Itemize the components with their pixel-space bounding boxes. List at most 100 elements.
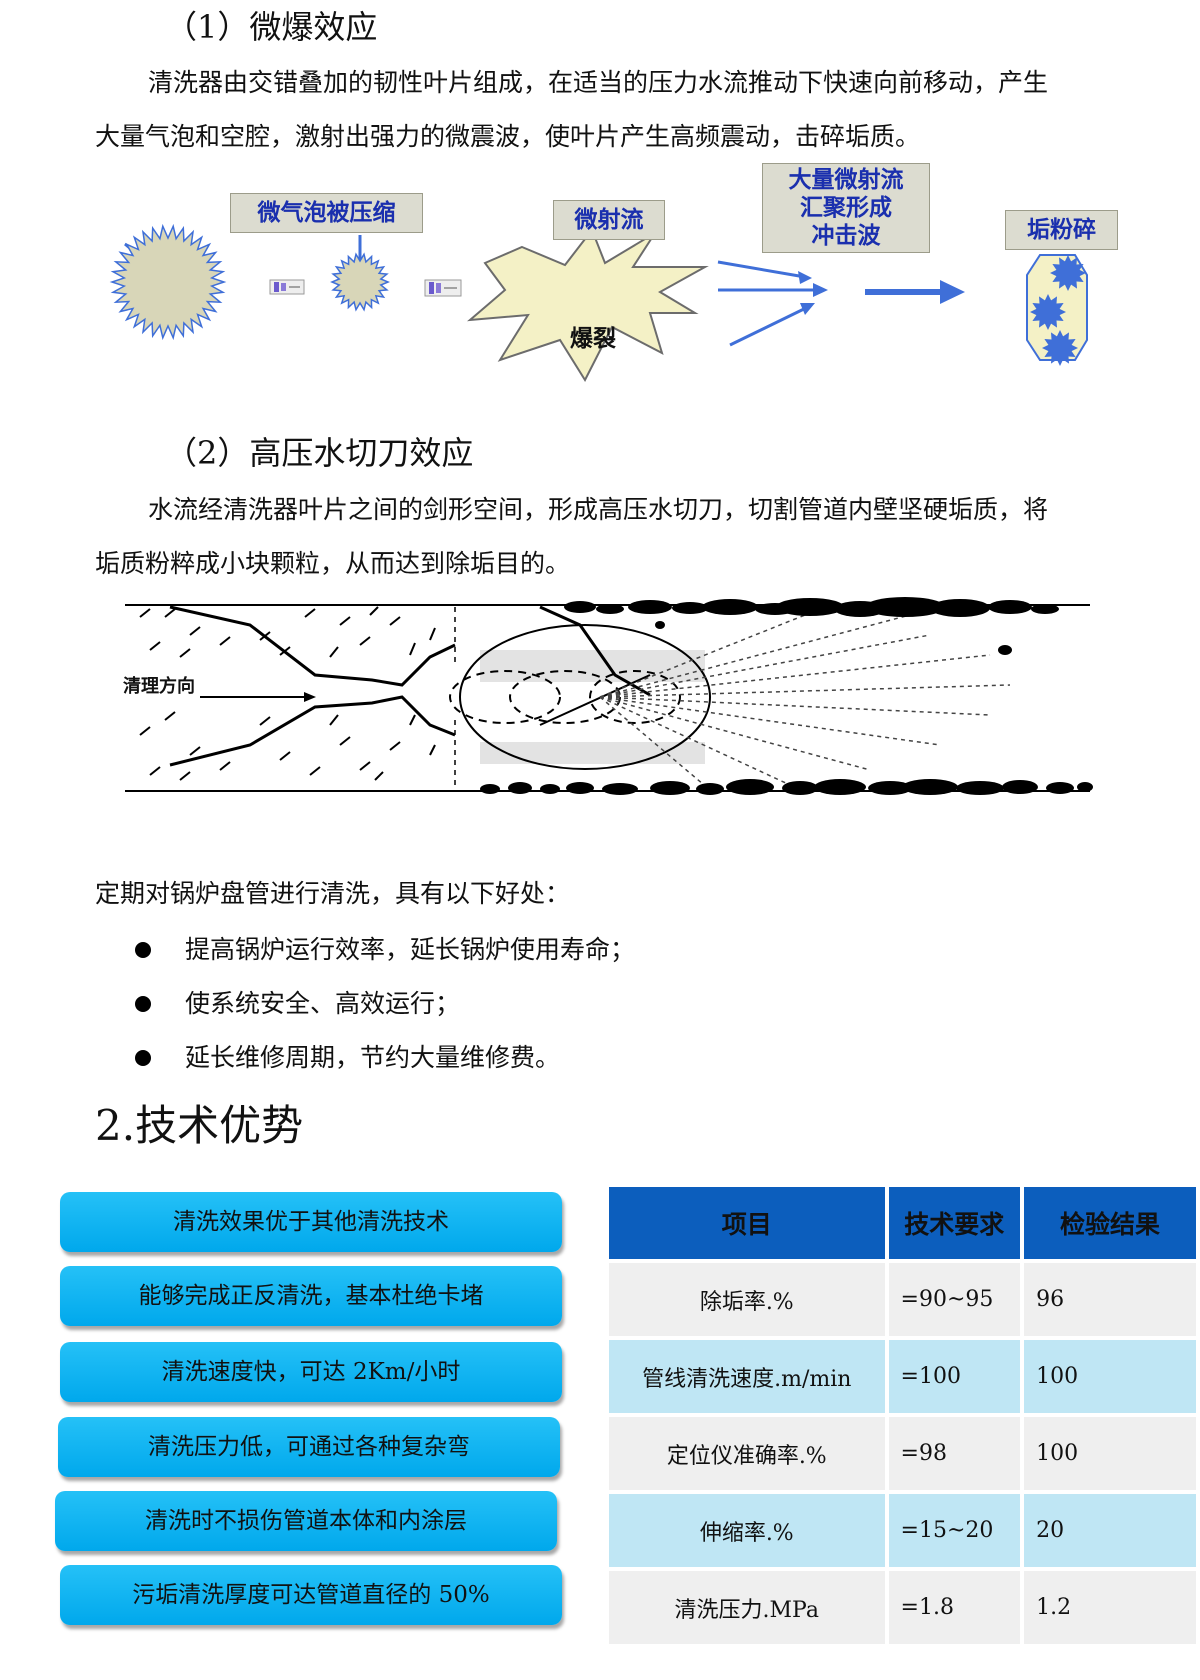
- scale-deposit: [868, 781, 912, 795]
- table-header-row: 项目 技术要求 检验结果: [609, 1187, 1196, 1259]
- table-row: 定位仪准确率.% =98 100: [609, 1417, 1196, 1490]
- jet-ray: [599, 654, 991, 698]
- scale-deposit: [540, 784, 560, 794]
- benefits-intro: 定期对锅炉盘管进行清洗，具有以下好处：: [95, 879, 571, 908]
- scale-deposit: [1077, 782, 1093, 792]
- hatch-mark: [164, 608, 176, 618]
- table-cell: =15~20: [888, 1494, 1021, 1567]
- table-cell: 清洗压力.MPa: [609, 1571, 885, 1644]
- hatch-mark: [139, 726, 151, 736]
- small-marker-icon: [424, 279, 462, 297]
- scale-deposit: [988, 600, 1032, 614]
- table-row: 清洗压力.MPa =1.8 1.2: [609, 1571, 1196, 1644]
- hatch-mark: [309, 766, 321, 776]
- scale-deposit: [956, 781, 1004, 795]
- table-cell: =100: [888, 1340, 1021, 1413]
- table-cell: =98: [888, 1417, 1021, 1490]
- scale-deposits: [480, 597, 1093, 795]
- bullet-dot-icon: [135, 942, 151, 958]
- section-heading-micro-burst: （1）微爆效应: [165, 8, 378, 46]
- table-cell: 1.2: [1024, 1571, 1196, 1644]
- hatch-mark: [359, 761, 371, 771]
- table-row: 除垢率.% =90~95 96: [609, 1263, 1196, 1336]
- table-cell: 定位仪准确率.%: [609, 1417, 885, 1490]
- bullet-text: 使系统安全、高效运行；: [185, 989, 461, 1018]
- jet-ray: [599, 696, 991, 716]
- scale-deposit: [480, 784, 500, 794]
- compressed-bubble: [330, 252, 390, 312]
- hatch-mark: [219, 761, 231, 771]
- cutter-circle: [459, 624, 711, 770]
- spec-table: 项目 技术要求 检验结果 除垢率.% =90~95 96 管线清洗速度.m/mi…: [605, 1183, 1200, 1648]
- hatch-mark: [149, 641, 161, 651]
- hatch-mark: [374, 771, 384, 781]
- scale-deposit: [564, 601, 596, 613]
- scale-deposit: [702, 599, 758, 615]
- scale-deposit: [776, 598, 844, 616]
- hatch-mark: [389, 616, 401, 626]
- scale-deposit: [1031, 604, 1059, 614]
- burst-label: 爆裂: [570, 326, 616, 352]
- hatch-mark: [429, 744, 436, 756]
- advantage-pill: 能够完成正反清洗，基本杜绝卡堵: [60, 1266, 562, 1326]
- bullet-dot-icon: [135, 996, 151, 1012]
- hatch-mark: [329, 714, 339, 726]
- tech-advantages-heading: 2.技术优势: [95, 1101, 304, 1150]
- scale-deposit: [566, 782, 594, 794]
- table-cell: 100: [1024, 1417, 1196, 1490]
- blade-upper: [169, 605, 456, 687]
- tag-line: 汇聚形成: [800, 195, 892, 221]
- hatch-mark: [339, 616, 351, 626]
- scale-particle: [998, 645, 1012, 655]
- hatch-mark: [179, 771, 191, 781]
- scale-deposit: [1046, 782, 1074, 794]
- jet-ray: [599, 696, 791, 786]
- hatch-mark: [409, 714, 416, 726]
- burst-star: [466, 227, 709, 383]
- scale-deposit: [628, 600, 672, 614]
- advantage-pill: 清洗压力低，可通过各种复杂弯: [58, 1417, 560, 1477]
- tag-scale-crushed: 垢粉碎: [1005, 210, 1118, 250]
- hatch-mark: [164, 711, 176, 721]
- hatch-marks: [139, 606, 436, 781]
- hatch-mark: [359, 636, 371, 646]
- table-header: 技术要求: [888, 1187, 1021, 1259]
- hatch-mark: [189, 746, 201, 756]
- tag-micro-jet: 微射流: [553, 200, 665, 240]
- jet-ray: [599, 696, 941, 746]
- jet-ray: [599, 684, 1011, 698]
- jet-ray: [599, 606, 941, 698]
- bullet-dot-icon: [135, 1050, 151, 1066]
- scale-deposit: [1002, 780, 1038, 794]
- scale-deposit: [602, 783, 638, 795]
- jet-ray: [599, 696, 871, 771]
- advantage-pill: 污垢清洗厚度可达管道直径的 50%: [60, 1565, 562, 1625]
- scale-fragment: [1042, 330, 1078, 366]
- paragraph-line: 大量气泡和空腔，激射出强力的微震波，使叶片产生高频震动，击碎垢质。: [95, 122, 921, 151]
- bullet-text: 延长维修周期，节约大量维修费。: [185, 1043, 561, 1072]
- hatch-mark: [339, 736, 351, 746]
- micro-burst-diagram: 微气泡被压缩 微射流 大量微射流 汇聚形成 冲击波 垢粉碎 爆裂: [0, 163, 1200, 415]
- scale-deposit: [726, 779, 774, 795]
- scale-deposit: [930, 599, 990, 617]
- water-knife-diagram: 清理方向: [110, 595, 1110, 800]
- table-header: 检验结果: [1024, 1187, 1196, 1259]
- scale-deposit: [902, 779, 958, 795]
- scale-deposit: [650, 781, 690, 795]
- hatch-mark: [149, 766, 161, 776]
- scale-deposit: [696, 783, 724, 795]
- scale-deposit: [672, 602, 708, 614]
- scale-deposit: [508, 782, 532, 794]
- scale-deposit: [782, 781, 818, 795]
- hatch-mark: [429, 627, 436, 641]
- jet-ray: [599, 612, 811, 698]
- bullet-text: 提高锅炉运行效率，延长锅炉使用寿命；: [185, 935, 636, 964]
- hatch-mark: [189, 626, 201, 636]
- section-heading-water-knife: （2）高压水切刀效应: [165, 434, 474, 472]
- paragraph-line: 垢质粉粹成小块颗粒，从而达到除垢目的。: [95, 549, 571, 578]
- table-cell: =90~95: [888, 1263, 1021, 1336]
- table-header: 项目: [609, 1187, 885, 1259]
- tag-line: 冲击波: [811, 223, 881, 249]
- scale-deposit: [865, 597, 945, 617]
- direction-label: 清理方向: [123, 676, 195, 697]
